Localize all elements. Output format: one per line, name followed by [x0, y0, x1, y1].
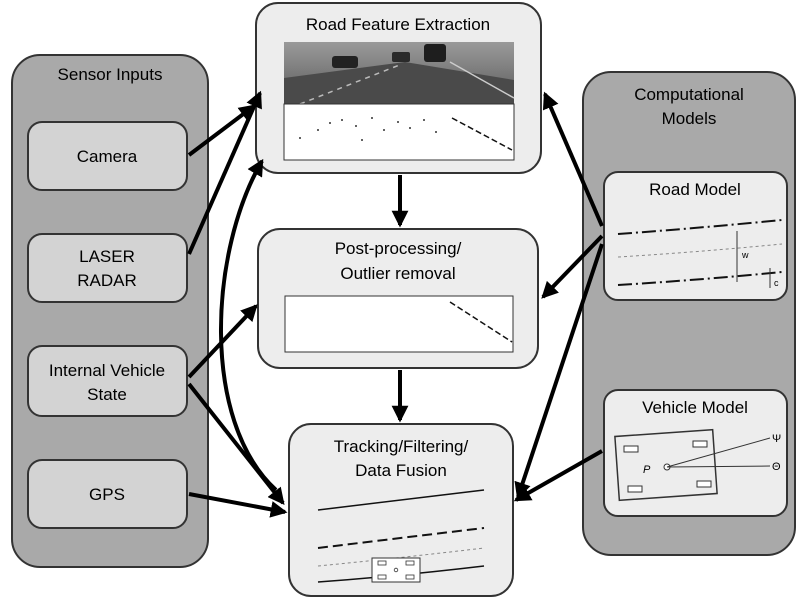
road-model-title: Road Model — [649, 180, 741, 199]
internal-vehicle-state-box — [27, 345, 188, 417]
road-model-center-line — [617, 243, 783, 258]
post-processing-title-line1: Post-processing/ — [335, 239, 462, 258]
vehicle-theta-label: Θ — [772, 461, 781, 473]
arrow-road-model-to-feature-extraction — [542, 91, 604, 227]
post-processing-title-line2: Outlier removal — [340, 264, 455, 283]
computational-models-title-line2: Models — [662, 109, 717, 128]
arrow-vehicle-model-to-tracking — [513, 449, 603, 502]
vehicle-heading-line — [666, 437, 771, 468]
arrow-road-model-to-tracking — [514, 243, 604, 500]
vehicle-wheel-rear-right — [696, 480, 712, 488]
road-model-offset-label: c — [774, 278, 779, 288]
tracking-box — [288, 423, 514, 597]
vehicle-wheel-front-right — [692, 440, 708, 448]
vehicle-reference-line — [666, 465, 771, 468]
road-model-bottom-edge — [617, 271, 783, 286]
laser-radar-label-line2: RADAR — [77, 271, 137, 290]
vehicle-model-box — [603, 389, 788, 517]
internal-vehicle-state-label-line1: Internal Vehicle — [49, 361, 165, 380]
road-model-box — [603, 171, 788, 301]
arrow-vehicle-state-to-tracking — [187, 382, 285, 505]
internal-vehicle-state-label-line2: State — [87, 385, 127, 404]
vehicle-wheel-rear-left — [627, 485, 643, 493]
road-model-top-edge — [617, 219, 783, 235]
arrow-laser-radar-to-feature-extraction — [187, 90, 262, 255]
gps-box — [27, 459, 188, 529]
arrow-gps-to-tracking — [188, 492, 288, 518]
flow-arrows — [187, 90, 604, 518]
sensor-inputs-title: Sensor Inputs — [58, 65, 163, 84]
road-model-width-label: w — [741, 250, 749, 260]
vehicle-model-sketch: P Ψ Θ — [614, 428, 781, 502]
tracking-title-line1: Tracking/Filtering/ — [334, 437, 469, 456]
arrow-road-model-to-post-processing — [541, 234, 604, 299]
vehicle-psi-label: Ψ — [772, 433, 781, 445]
vehicle-model-title: Vehicle Model — [642, 398, 748, 417]
laser-radar-box — [27, 233, 188, 303]
computational-models-title-line1: Computational — [634, 85, 744, 104]
post-processing-image — [284, 295, 514, 353]
road-camera-image — [284, 42, 515, 105]
laser-radar-label-line1: LASER — [79, 247, 135, 266]
camera-label: Camera — [77, 147, 138, 166]
vehicle-wheel-front-left — [623, 445, 639, 453]
road-model-sketch: w c — [617, 219, 783, 288]
arrow-vehicle-state-to-post-processing — [187, 304, 258, 379]
arrow-vehicle-state-to-feature-extraction — [219, 158, 278, 492]
tracking-title-line2: Data Fusion — [355, 461, 447, 480]
camera-box — [27, 121, 188, 191]
vehicle-body — [614, 428, 718, 502]
arrow-camera-to-feature-extraction — [187, 104, 257, 157]
road-feature-extraction-title: Road Feature Extraction — [306, 15, 490, 34]
gps-label: GPS — [89, 485, 125, 504]
road-feature-image — [283, 103, 515, 161]
vehicle-position-label: P — [643, 464, 651, 476]
tracking-sketch — [317, 489, 485, 583]
